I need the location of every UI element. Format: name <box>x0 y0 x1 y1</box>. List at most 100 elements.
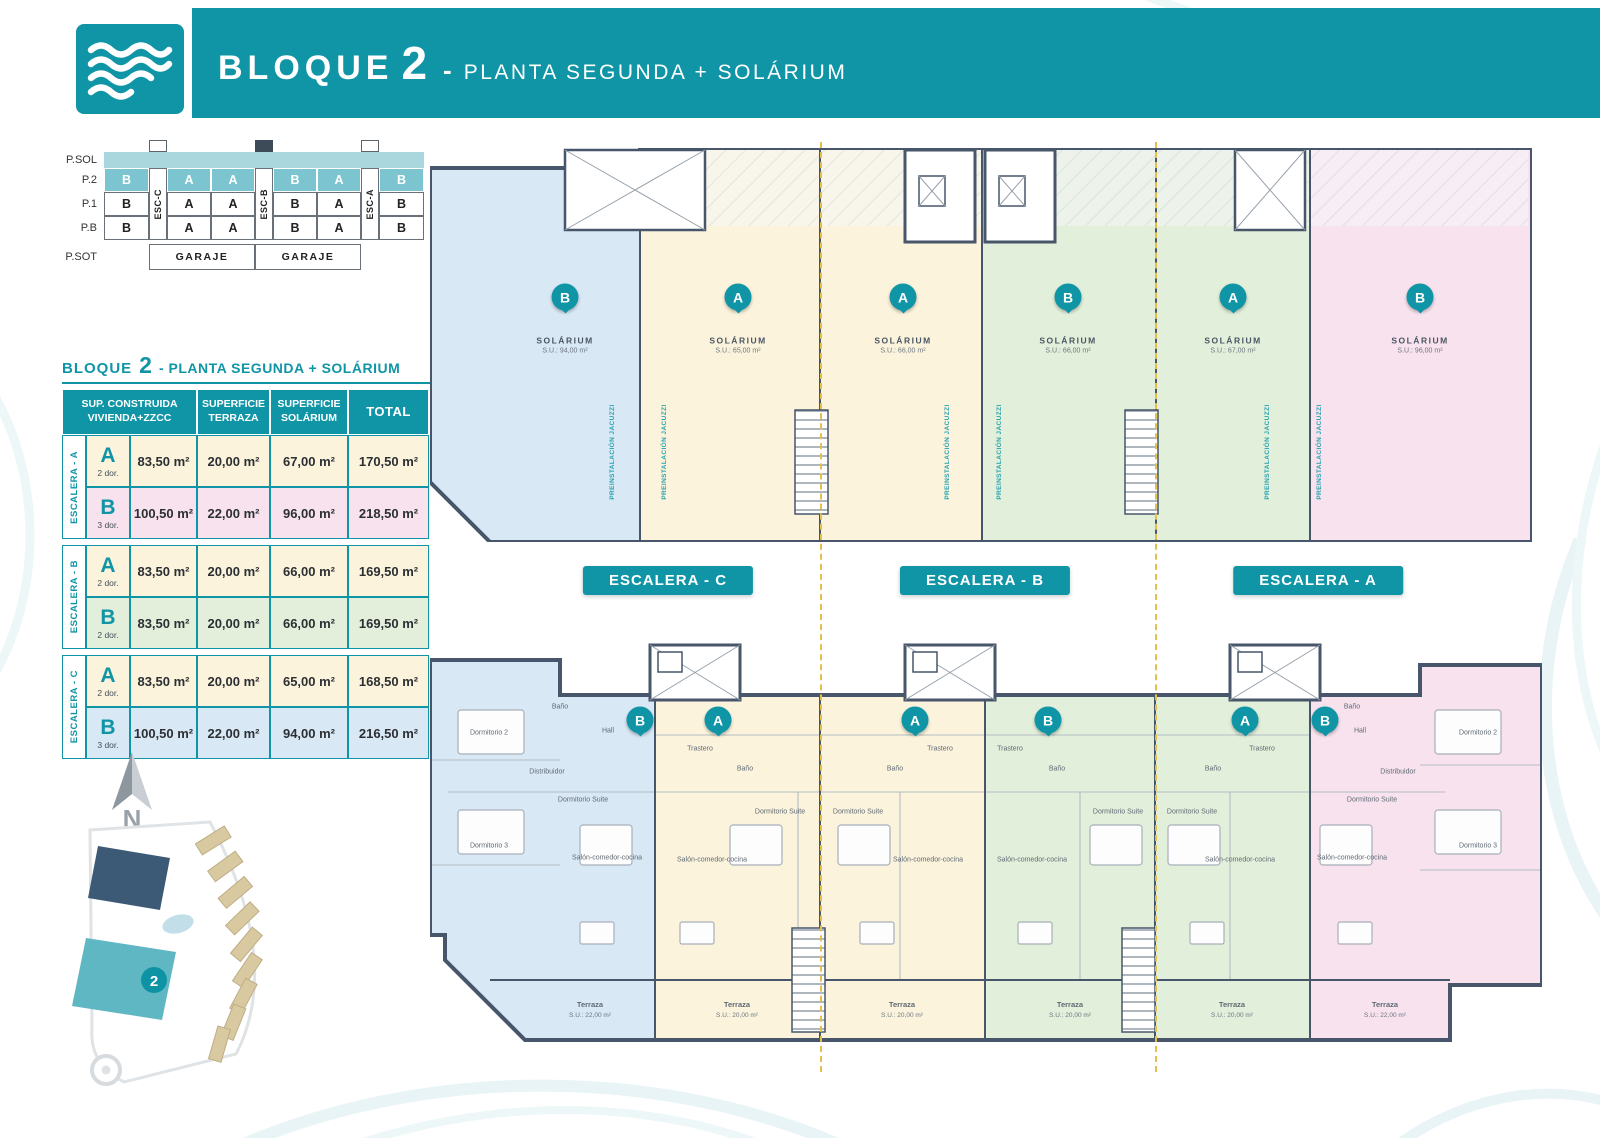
room-label: Baño <box>736 765 754 773</box>
unit-badge: A <box>901 706 929 734</box>
unit-cell: A 2 dor. <box>86 545 130 597</box>
group-label-text: ESCALERA - B <box>68 560 80 634</box>
terraza-label: Terraza S.U.: 20,00 m² <box>1049 1000 1091 1020</box>
unit-badge: A <box>724 283 752 311</box>
stairs-esc-c <box>794 409 829 515</box>
room-label: Salón-comedor-cocina <box>676 856 748 864</box>
solarium-su: S.U.: 65,00 m² <box>715 348 761 356</box>
stack-cell: B <box>273 216 317 240</box>
room-label: Dormitorio 3 <box>469 842 509 850</box>
pond <box>162 914 194 934</box>
built-value: 100,50 m² <box>130 707 197 759</box>
unit-bedrooms: 3 dor. <box>97 739 119 750</box>
second-floor-plan-drawing <box>430 643 1542 1042</box>
unit-letter: A <box>100 443 116 467</box>
room-label: Dormitorio Suite <box>754 808 806 816</box>
floor-label-p1: P.1 <box>81 198 97 210</box>
jacuzzi-text: PREINSTALACIÓN JACUZZI <box>661 404 668 500</box>
solarium-floor-bar <box>104 152 424 168</box>
section-separator-line <box>1155 142 1157 1072</box>
title-subtitle: PLANTA SEGUNDA + SOLÁRIUM <box>463 61 848 84</box>
areas-grid: SUP. CONSTRUIDA VIVIENDA+ZZCC SUPERFICIE… <box>62 389 434 759</box>
terrace-value: 20,00 m² <box>197 545 270 597</box>
stair-cores <box>648 643 1322 702</box>
solarium-plan <box>430 148 1532 542</box>
room-label: Dormitorio 2 <box>1458 729 1498 737</box>
unit-badge: B <box>626 706 654 734</box>
terrace-value: 20,00 m² <box>197 597 270 649</box>
total-value: 216,50 m² <box>348 707 429 759</box>
unit-b-esc-c <box>445 695 655 1040</box>
unit-bedrooms: 2 dor. <box>97 629 119 640</box>
room-label: Salón-comedor-cocina <box>571 854 643 862</box>
solarium-name: SOLÁRIUM <box>709 335 767 346</box>
lift-shaft-c <box>149 140 167 152</box>
solarium-value: 66,00 m² <box>270 545 348 597</box>
areas-title-number: 2 <box>139 352 152 378</box>
terraza-su: S.U.: 20,00 m² <box>881 1011 923 1019</box>
room-label: Dormitorio Suite <box>1092 808 1144 816</box>
room-label: Dormitorio 3 <box>1458 842 1498 850</box>
stack-cell: A <box>211 168 255 192</box>
unit-a-esc-b <box>820 695 985 1040</box>
stairwell-label: ESC-B <box>259 188 269 220</box>
escalera-pill-a: ESCALERA - A <box>1233 566 1403 595</box>
group-label-escalera-c: ESCALERA - C <box>62 655 86 759</box>
building-stack-diagram: P.SOL P.2 P.1 P.B P.SOT B A A B A B ESC-… <box>62 140 424 270</box>
solarium-zone-label: SOLÁRIUM S.U.: 94,00 m² <box>536 336 593 357</box>
terraza-name: Terraza <box>1056 1000 1084 1010</box>
built-value: 83,50 m² <box>130 655 197 707</box>
group-label-text: ESCALERA - C <box>68 670 80 744</box>
room-label: Hall <box>1353 727 1367 735</box>
stack-cell: A <box>211 216 255 240</box>
room-label: Dormitorio Suite <box>1166 808 1218 816</box>
stack-cell: A <box>317 168 361 192</box>
areas-table-title: BLOQUE 2 - PLANTA SEGUNDA + SOLÁRIUM <box>62 352 434 384</box>
unit-bedrooms: 2 dor. <box>97 467 119 478</box>
unit-badge: B <box>551 283 579 311</box>
col-header-solarium: SUPERFICIE SOLÁRIUM <box>270 389 348 435</box>
stack-cell: A <box>317 192 361 216</box>
stairs-esc-a <box>1124 409 1159 515</box>
floor-label-pb: P.B <box>80 222 97 234</box>
block-2-badge <box>141 967 167 993</box>
group-label-escalera-a: ESCALERA - A <box>62 435 86 539</box>
terrace-value: 20,00 m² <box>197 655 270 707</box>
room-label: Baño <box>886 765 904 773</box>
stack-cell: A <box>167 168 211 192</box>
total-value: 170,50 m² <box>348 435 429 487</box>
solarium-su: S.U.: 66,00 m² <box>880 348 926 356</box>
solarium-value: 96,00 m² <box>270 487 348 539</box>
solarium-zone-label: SOLÁRIUM S.U.: 67,00 m² <box>1204 336 1261 357</box>
terraza-name: Terraza <box>888 1000 916 1010</box>
terraza-su: S.U.: 20,00 m² <box>1211 1011 1253 1019</box>
lift-shaft-a <box>361 140 379 152</box>
stack-cell: A <box>317 216 361 240</box>
jacuzzi-label: PREINSTALACIÓN JACUZZI <box>1258 404 1276 499</box>
terraza-su: S.U.: 22,00 m² <box>1364 1011 1406 1019</box>
room-label: Dormitorio Suite <box>832 808 884 816</box>
unit-badge: A <box>1219 283 1247 311</box>
solarium-zone-label: SOLÁRIUM S.U.: 96,00 m² <box>1391 336 1448 357</box>
unit-bedrooms: 2 dor. <box>97 687 119 698</box>
solarium-value: 94,00 m² <box>270 707 348 759</box>
room-label: Baño <box>1343 703 1361 711</box>
terraza-label: Terraza S.U.: 20,00 m² <box>881 1000 923 1020</box>
unit-letter: B <box>100 715 116 739</box>
room-label: Salón-comedor-cocina <box>996 856 1068 864</box>
jacuzzi-text: PREINSTALACIÓN JACUZZI <box>944 404 951 500</box>
solarium-name: SOLÁRIUM <box>1039 335 1097 346</box>
room-label: Dormitorio 2 <box>469 729 509 737</box>
terraza-label: Terraza S.U.: 22,00 m² <box>569 1000 611 1020</box>
built-value: 83,50 m² <box>130 545 197 597</box>
total-value: 169,50 m² <box>348 545 429 597</box>
room-label: Distribuidor <box>1380 768 1416 776</box>
group-label-escalera-b: ESCALERA - B <box>62 545 86 649</box>
jacuzzi-label: PREINSTALACIÓN JACUZZI <box>603 404 621 499</box>
terraza-su: S.U.: 22,00 m² <box>569 1011 611 1019</box>
floor-label-psol: P.SOL <box>66 154 97 166</box>
stairwell-label: ESC-C <box>153 188 163 220</box>
unit-cell: B 3 dor. <box>86 487 130 539</box>
roundabout-center <box>101 1065 111 1075</box>
stairwell-esc-b: ESC-B <box>255 168 273 240</box>
